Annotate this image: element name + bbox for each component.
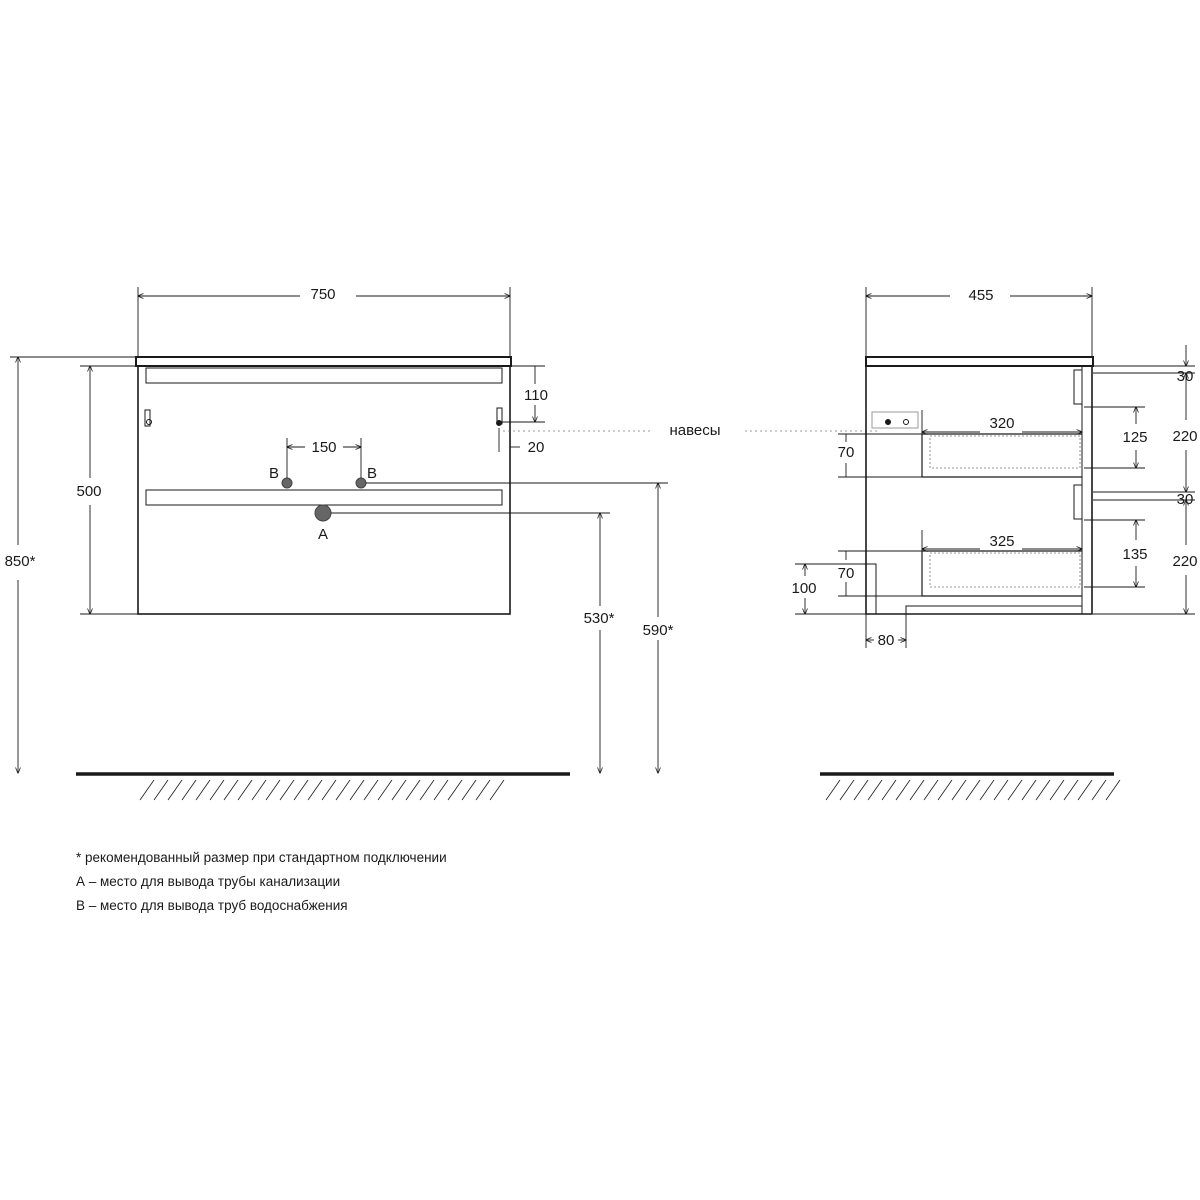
label-b-right: B [367,465,377,482]
top-drawer-box [921,433,1082,478]
dim-bottom-drawer-height: 220 [1172,553,1197,570]
dim-offset-side: 20 [528,439,545,456]
dim-top-drawer-inner: 125 [1122,429,1147,446]
dim-bottom-drawer-depth: 325 [989,533,1014,550]
label-a: A [318,526,328,543]
dim-bottom-drawer-inner: 135 [1122,546,1147,563]
dim-height-a: 530* [584,610,615,627]
front-upper-groove [145,367,503,384]
side-hanger-icon [871,411,919,429]
side-dimensions [795,287,1195,648]
dim-pipe-spacing: 150 [311,439,336,456]
dim-top-gap: 30 [1177,368,1194,385]
floor-side [820,772,1121,801]
pipe-outlet-b-left [281,477,293,489]
dim-bottom-drawer-offset: 70 [838,565,855,582]
dim-total-height: 850* [5,553,36,570]
front-cabinet-body [137,365,511,615]
side-mid-handle [1073,484,1082,520]
note-b: В – место для вывода труб водоснабжения [76,898,348,913]
side-plinth [866,563,1082,614]
dim-height-b: 590* [643,622,674,639]
dim-plinth-height: 100 [791,580,816,597]
dim-mid-gap: 30 [1177,491,1194,508]
hangers-label: навесы [669,422,720,439]
dim-top-drawer-depth: 320 [989,415,1014,432]
hanger-right-icon [496,407,503,426]
floor-front [76,772,570,801]
dim-body-height: 500 [76,483,101,500]
side-view [865,356,1094,615]
dim-top-drawer-height: 220 [1172,428,1197,445]
front-view [135,356,512,615]
note-recommended: * рекомендованный размер при стандартном… [76,850,447,865]
dim-offset-top: 110 [524,387,548,404]
dim-width: 750 [310,286,335,303]
hanger-left-icon [144,409,152,427]
dim-top-drawer-offset: 70 [838,444,855,461]
dim-depth: 455 [968,287,993,304]
pipe-outlet-a [314,504,332,522]
front-countertop [135,356,512,367]
pipe-outlet-b-right [355,477,367,489]
dim-plinth-depth: 80 [878,632,895,649]
notes: * рекомендованный размер при стандартном… [76,846,447,918]
side-countertop [865,356,1094,367]
bottom-drawer-box [921,550,1082,597]
side-cabinet-body [865,366,1093,615]
side-top-handle [1073,369,1082,405]
label-b-left: B [269,465,279,482]
front-middle-groove [145,489,503,506]
front-dimensions [10,287,668,773]
note-a: А – место для вывода трубы канализации [76,874,341,889]
